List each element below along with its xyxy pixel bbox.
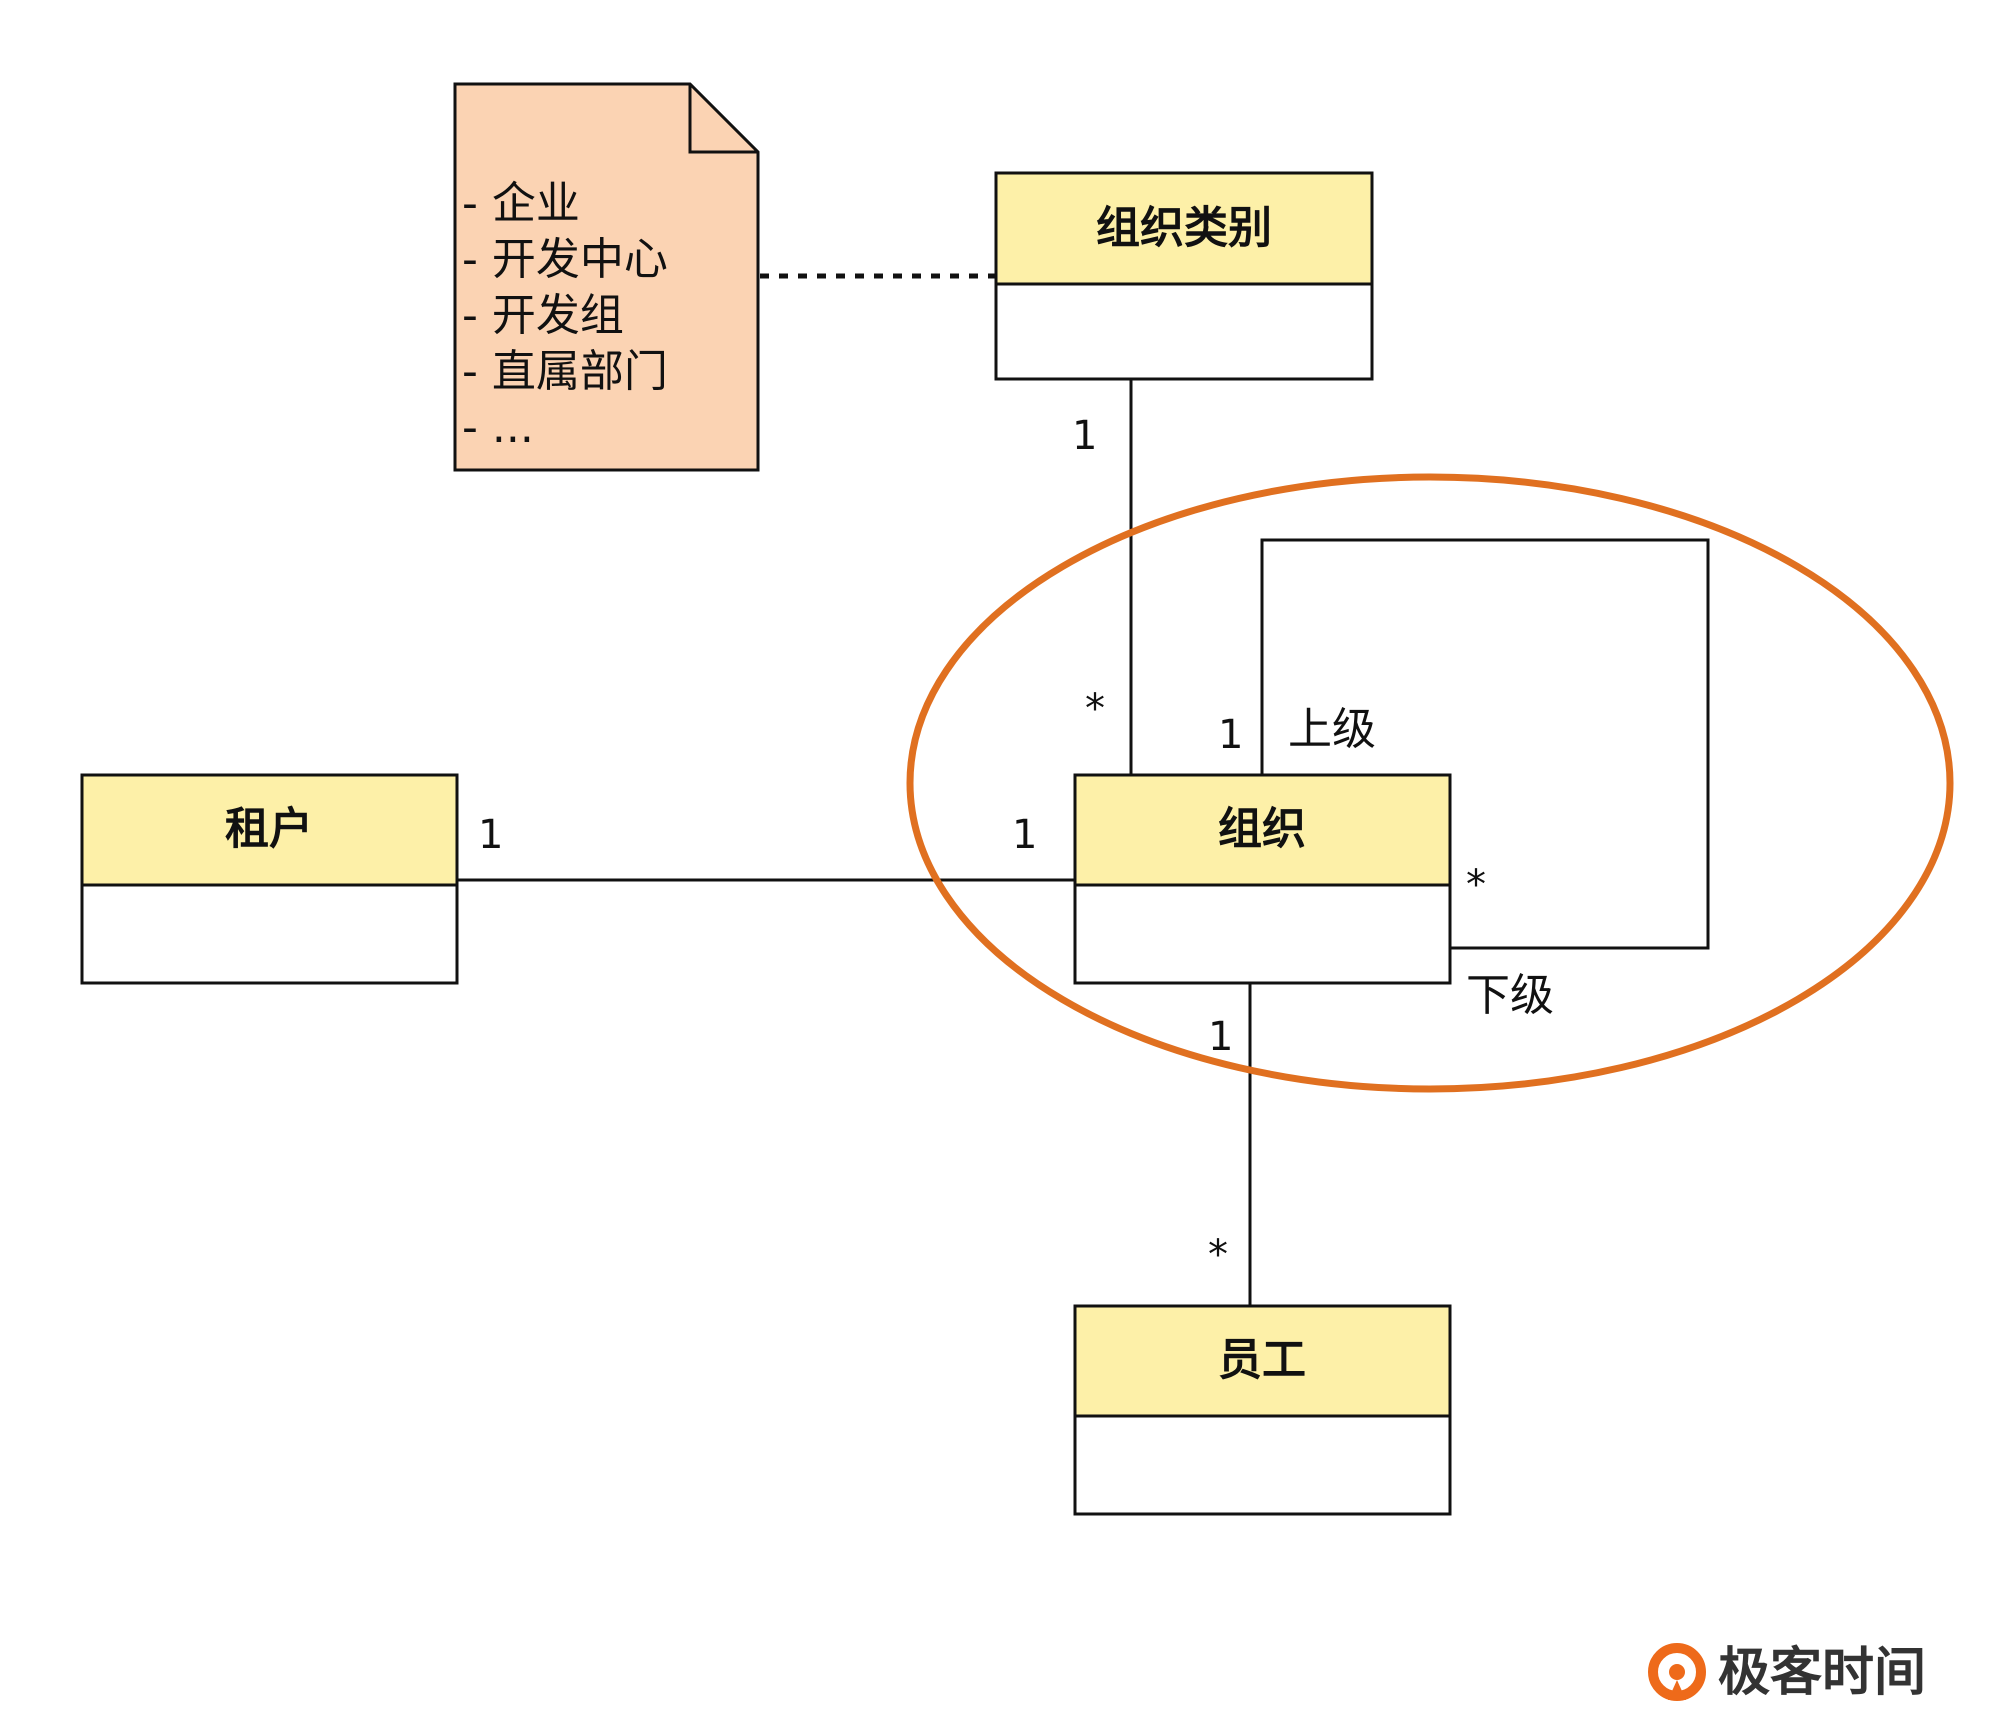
class-title: 员工 <box>1218 1335 1306 1386</box>
multiplicity-label: * <box>1208 1232 1228 1278</box>
class-org-category[interactable]: 组织类别 <box>994 171 1374 381</box>
geek-time-logo-icon <box>1648 1643 1706 1701</box>
note-line: - 开发中心 <box>462 234 668 285</box>
class-title: 组织 <box>1218 804 1306 855</box>
highlight-ellipse <box>906 473 1954 1093</box>
class-header <box>994 171 1374 286</box>
class-body <box>1073 1414 1452 1516</box>
association-organization-self <box>1260 538 1710 950</box>
class-title: 组织类别 <box>1096 203 1272 254</box>
multiplicity-label: 1 <box>1012 812 1037 858</box>
multiplicity-label: * <box>1085 686 1105 732</box>
note-line: - 直属部门 <box>462 346 668 397</box>
multiplicity-label: 1 <box>1072 413 1097 459</box>
class-body <box>994 282 1374 381</box>
class-employee[interactable]: 员工 <box>1073 1304 1452 1516</box>
class-body <box>1073 883 1452 985</box>
class-header <box>80 773 459 887</box>
multiplicity-label: 1 <box>1208 1014 1233 1060</box>
note-shape <box>453 82 760 472</box>
note-line: - 企业 <box>462 178 580 229</box>
class-body <box>80 883 459 985</box>
multiplicity-label: 1 <box>1218 712 1243 758</box>
class-title: 租户 <box>225 804 313 855</box>
multiplicity-label: * <box>1466 862 1486 908</box>
watermark-text: 极客时间 <box>1718 1643 1926 1703</box>
note-line: - 开发组 <box>462 290 624 341</box>
watermark: 极客时间 <box>1648 1643 1926 1703</box>
class-header <box>1073 1304 1452 1418</box>
role-label-superior: 上级 <box>1288 704 1376 755</box>
class-tenant[interactable]: 租户 <box>80 773 459 985</box>
multiplicity-label: 1 <box>478 812 503 858</box>
class-organization[interactable]: 组织 <box>1073 773 1452 985</box>
note-org-category-values: - 企业 - 开发中心 - 开发组 - 直属部门 - ... <box>453 82 760 472</box>
role-label-subordinate: 下级 <box>1466 970 1554 1021</box>
note-line: - ... <box>462 402 534 453</box>
note-fold <box>688 84 758 154</box>
